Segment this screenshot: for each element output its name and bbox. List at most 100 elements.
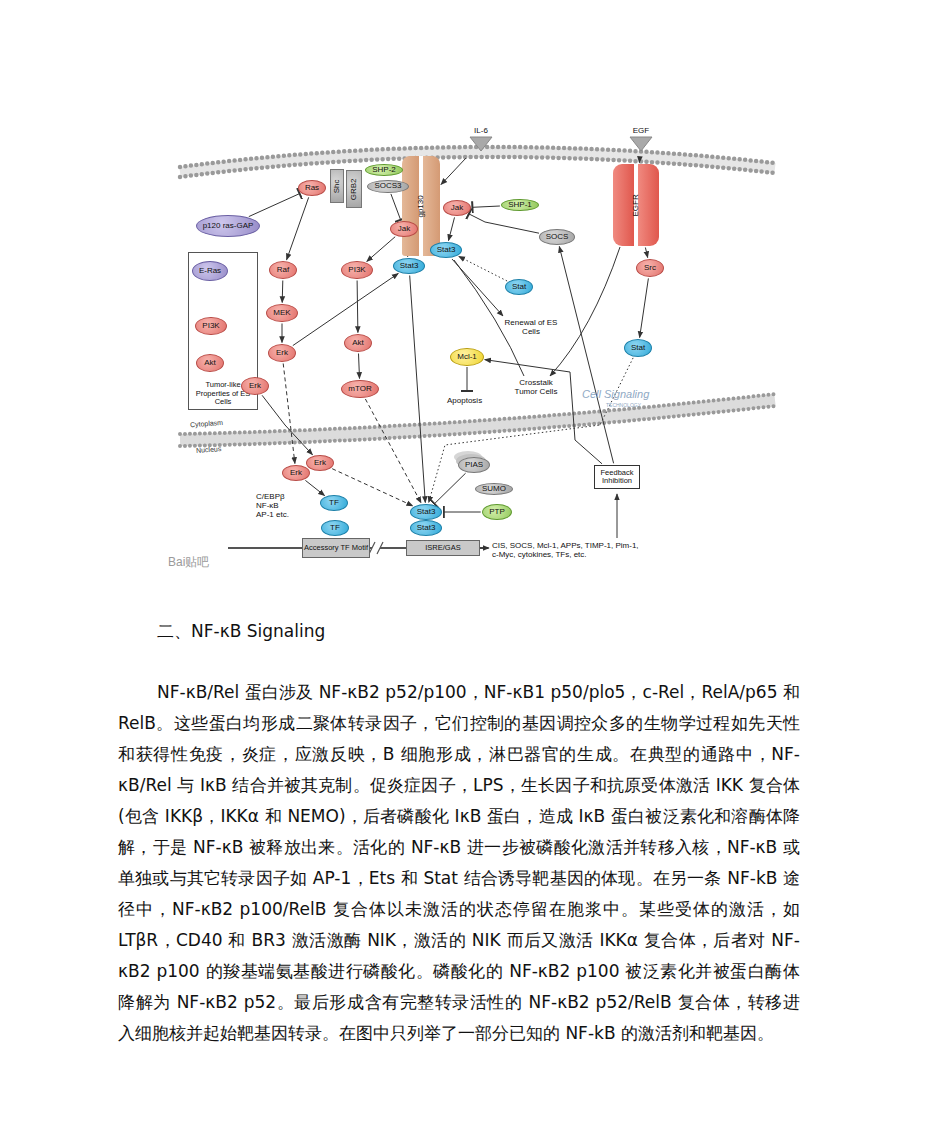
- node-label: Raf: [277, 266, 289, 275]
- node-label: Mcl-1: [457, 353, 477, 362]
- lipid-heads: [180, 406, 775, 446]
- node-label: Shc: [333, 179, 342, 193]
- annotation: Bai贴吧: [168, 556, 209, 570]
- break-mark: [369, 542, 383, 554]
- annotation: C/EBPβ NF-κB AP-1 etc.: [256, 492, 290, 520]
- node-label: TF: [329, 499, 339, 508]
- protein-node: Ras: [298, 180, 326, 196]
- node-label: EGF: [633, 127, 649, 136]
- node-label: p120 ras-GAP: [203, 222, 254, 231]
- lipid-heads: [180, 157, 775, 177]
- process-box: Feedback Inhibition: [594, 465, 640, 490]
- protein-node: mTOR: [341, 380, 378, 398]
- node-label: Erk: [290, 469, 302, 478]
- activation-arrow: [485, 360, 602, 464]
- activation-arrow: [283, 364, 295, 464]
- protein-node: Stat3: [430, 242, 463, 258]
- node-label: Stat3: [400, 262, 419, 271]
- protein-node: TF: [320, 495, 348, 511]
- node-label: gp130: [417, 195, 426, 217]
- activation-arrow: [645, 248, 647, 258]
- ligand-triangle: EGF: [623, 127, 659, 157]
- node-label: Erk: [314, 459, 326, 468]
- node-label: PI3K: [202, 322, 219, 331]
- node-label: Stat3: [437, 246, 456, 255]
- annotation: Apoptosis: [447, 396, 482, 405]
- protein-node: Raf: [269, 261, 297, 279]
- activation-arrow: [449, 217, 455, 240]
- ligand-triangle: [470, 137, 492, 151]
- protein-node: PTP: [482, 504, 512, 520]
- node-label: SUMO: [482, 485, 506, 494]
- protein-node: TF: [321, 520, 349, 536]
- node-label: Stat: [512, 283, 526, 292]
- node-label: Akt: [204, 359, 216, 368]
- inhibition-connector: [469, 214, 539, 233]
- node-label: Stat: [631, 344, 645, 353]
- activation-arrow: [282, 324, 283, 343]
- protein-node: E-Ras: [192, 261, 228, 281]
- receptor-shape: GRB2: [346, 170, 362, 208]
- node-label: PI3K: [348, 266, 365, 275]
- inhibition-line: [467, 367, 468, 391]
- activation-arrow: [262, 395, 312, 455]
- activation-arrow: [282, 281, 284, 303]
- node-label: E-Ras: [199, 267, 221, 276]
- activation-arrow: [367, 237, 396, 262]
- activation-arrow: [357, 281, 359, 333]
- annotation: Cytoplasm: [190, 419, 224, 429]
- protein-node: Erk: [241, 377, 269, 395]
- activation-arrow: [459, 256, 507, 281]
- node-label: Stat3: [417, 508, 436, 517]
- lipid-heads: [180, 394, 775, 434]
- inhibition-connector: [434, 473, 465, 504]
- nuclear-membrane: [180, 394, 775, 446]
- protein-node: Stat3: [410, 504, 443, 520]
- protein-node: Erk: [282, 465, 310, 481]
- node-label: SHP-2: [372, 166, 396, 175]
- node-label: EGFR: [632, 194, 641, 216]
- activation-arrow: [441, 158, 466, 185]
- inhibition-connector: [249, 194, 300, 217]
- node-label: Ras: [305, 184, 319, 193]
- node-label: PTP: [489, 508, 505, 517]
- node-label: Jak: [451, 204, 463, 213]
- inhibition-connector: [444, 512, 481, 513]
- protein-node: MEK: [266, 304, 297, 322]
- section-heading: 二、NF-κB Signaling: [157, 622, 325, 642]
- node-label: Accessory TF Motif: [304, 544, 368, 552]
- node-label: SHP-1: [508, 201, 532, 210]
- protein-node: Stat3: [410, 520, 443, 536]
- activation-arrow: [359, 354, 360, 379]
- node-label: Feedback Inhibition: [596, 469, 638, 486]
- feedback-line: [617, 494, 618, 538]
- protein-node: Stat: [624, 339, 652, 357]
- node-label: Src: [644, 264, 656, 273]
- activation-arrow: [287, 197, 309, 259]
- crosstalk-line: [550, 247, 620, 376]
- annotation: Renewal of ES Cells: [500, 318, 562, 336]
- activation-arrow: [305, 480, 324, 495]
- node-label: MEK: [273, 309, 290, 318]
- activation-arrow: [639, 159, 640, 163]
- protein-node: p120 ras-GAP: [196, 215, 261, 237]
- node-label: TF: [330, 524, 340, 533]
- receptor-shape: gp130: [402, 156, 440, 256]
- activation-arrow: [293, 273, 399, 345]
- annotation: CIS, SOCS, Mcl-1, APPs, TIMP-1, Pim-1, c…: [492, 541, 644, 559]
- receptor-shape: EGFR: [613, 164, 659, 246]
- inhibition-connector: [391, 194, 401, 220]
- annotation: Crosstalk Tumor Cells: [510, 378, 562, 396]
- activation-arrow: [365, 399, 421, 503]
- inhibition-connector: [472, 206, 500, 207]
- protein-node: Akt: [344, 334, 372, 352]
- annotation: TECHNOLOGY: [606, 403, 641, 409]
- protein-node: SHP-1: [501, 199, 539, 211]
- protein-node: Akt: [196, 354, 224, 372]
- node-label: Jak: [398, 225, 410, 234]
- annotation: Nucleus: [196, 445, 222, 455]
- protein-node: SOCS: [539, 229, 576, 245]
- activation-arrow: [559, 246, 613, 463]
